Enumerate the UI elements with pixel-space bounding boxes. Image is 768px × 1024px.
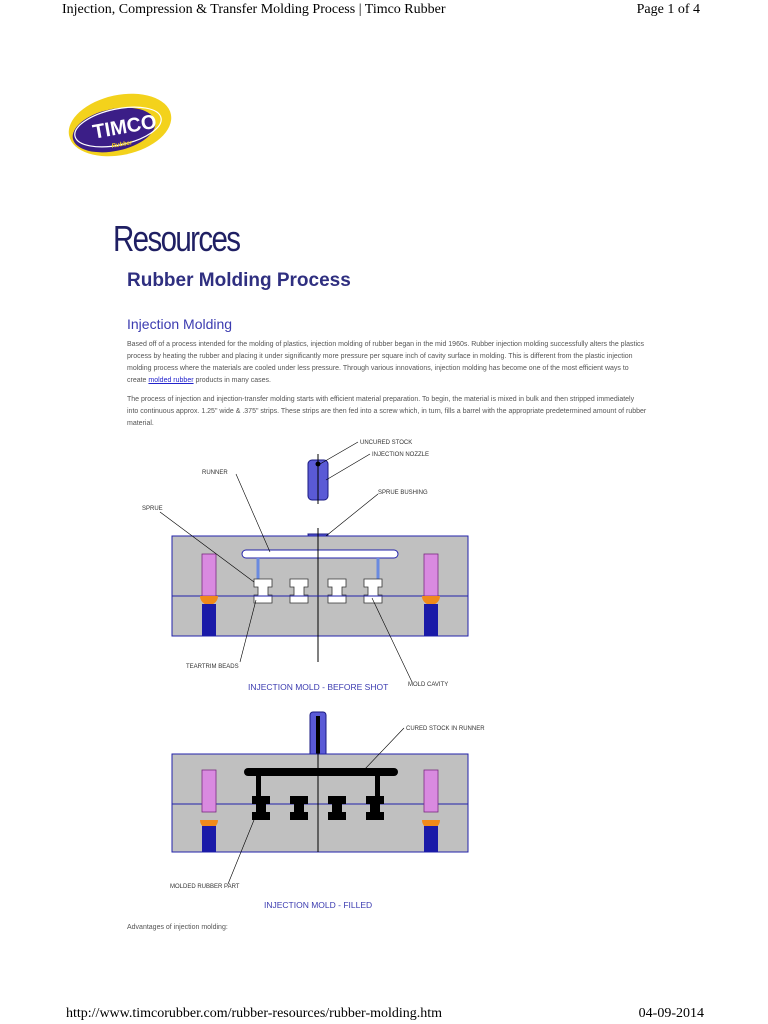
print-header-title: Injection, Compression & Transfer Moldin… — [62, 2, 446, 17]
label-sprue: SPRUE — [142, 506, 163, 512]
logo-sub-text: Rubber — [111, 140, 133, 150]
print-footer-date: 04-09-2014 — [638, 1006, 704, 1021]
timco-logo[interactable]: TIMCO Rubber — [66, 92, 174, 158]
label-sprue-bushing: SPRUE BUSHING — [378, 490, 428, 496]
intro-text-after: products in many cases. — [193, 377, 271, 384]
intro-text-before: Based off of a process intended for the … — [127, 341, 644, 384]
label-uncured-stock: UNCURED STOCK — [360, 440, 412, 446]
print-header-page: Page 1 of 4 — [636, 2, 700, 17]
label-teartrim-beads: TEARTRIM BEADS — [186, 664, 239, 670]
label-injection-nozzle: INJECTION NOZZLE — [372, 452, 429, 458]
label-runner: RUNNER — [202, 470, 228, 476]
caption-before-shot: INJECTION MOLD - BEFORE SHOT — [248, 682, 388, 692]
print-footer: http://www.timcorubber.com/rubber-resour… — [66, 1006, 706, 1024]
label-cured-stock: CURED STOCK IN RUNNER — [406, 726, 485, 732]
mold-before-shot: UNCURED STOCK INJECTION NOZZLE RUNNER SP… — [142, 440, 469, 692]
advantages-intro: Advantages of injection molding: — [127, 924, 228, 931]
section-label: Resources — [113, 218, 241, 259]
caption-filled: INJECTION MOLD - FILLED — [264, 900, 372, 910]
intro-paragraph: Based off of a process intended for the … — [127, 339, 647, 387]
injection-mold-diagram: UNCURED STOCK INJECTION NOZZLE RUNNER SP… — [142, 440, 485, 910]
mold-filled: CURED STOCK IN RUNNER MOLDED RUBBER PART… — [170, 711, 485, 910]
molded-rubber-link[interactable]: molded rubber — [148, 377, 194, 384]
process-paragraph: The process of injection and injection-t… — [127, 396, 647, 427]
section-title: Injection Molding — [127, 316, 233, 332]
label-molded-part: MOLDED RUBBER PART — [170, 884, 240, 890]
label-mold-cavity: MOLD CAVITY — [408, 682, 448, 688]
print-footer-url: http://www.timcorubber.com/rubber-resour… — [66, 1006, 443, 1021]
print-header: Injection, Compression & Transfer Moldin… — [62, 2, 702, 22]
page-title: Rubber Molding Process — [127, 270, 351, 291]
